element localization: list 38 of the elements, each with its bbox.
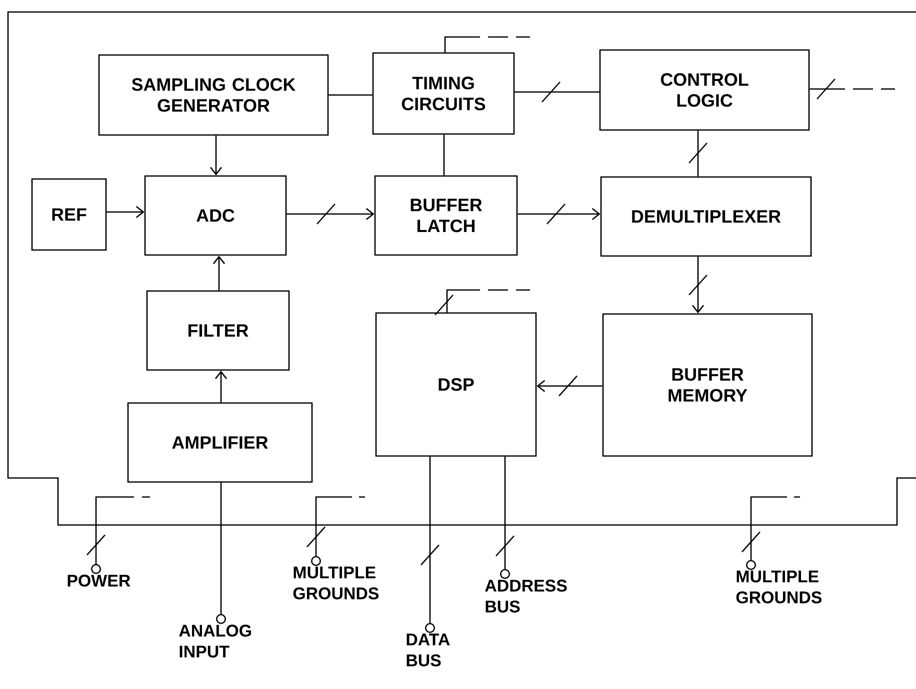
terminal-label: DATA BUS — [406, 634, 450, 666]
process-box: FILTER — [146, 290, 290, 371]
arrow — [536, 376, 602, 396]
arrow — [210, 136, 222, 176]
arrow — [688, 256, 708, 314]
process-box: DEMULTIPLEXER — [600, 176, 812, 257]
connector-line — [306, 496, 366, 566]
connector-line — [444, 36, 531, 53]
connector-line — [809, 78, 896, 100]
arrow — [213, 256, 226, 290]
process-box: DSP — [375, 312, 537, 457]
connector-line — [216, 482, 226, 624]
connector-line — [328, 94, 372, 96]
connector-line — [742, 496, 801, 570]
process-box: REF — [31, 178, 107, 251]
process-box: CONTROL LOGIC — [599, 49, 810, 131]
connector-line — [434, 289, 531, 316]
terminal-label: ADDRESS BUS — [485, 580, 567, 613]
terminal-label: ANALOG INPUT — [179, 624, 251, 658]
arrow — [215, 370, 228, 402]
arrow — [286, 204, 374, 224]
arrow — [518, 204, 600, 224]
connector-line — [688, 130, 708, 176]
connector-line — [496, 456, 514, 579]
connector-line — [420, 456, 440, 633]
process-box: BUFFER LATCH — [374, 175, 518, 256]
terminal-label: MULTIPLE GROUNDS — [293, 566, 379, 600]
process-box: BUFFER MEMORY — [602, 313, 813, 457]
terminal-label: POWER — [68, 574, 130, 587]
process-box: AMPLIFIER — [127, 402, 313, 483]
connector-line — [514, 82, 600, 102]
terminal-label: MULTIPLE GROUNDS — [736, 570, 822, 604]
connector-line — [86, 496, 151, 574]
process-box: ADC — [144, 175, 287, 256]
arrow — [106, 206, 144, 218]
process-box: TIMING CIRCUITS — [372, 52, 515, 135]
process-box: SAMPLING CLOCK GENERATOR — [98, 54, 329, 136]
connector-line — [443, 134, 445, 176]
